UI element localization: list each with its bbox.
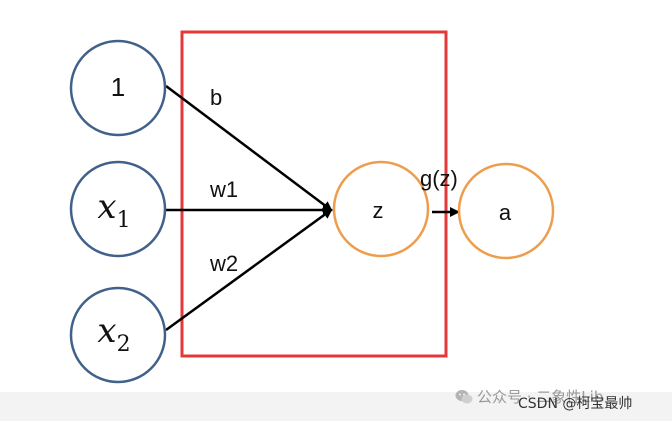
bias-node-label: 1: [111, 72, 125, 102]
x2-var: x: [97, 311, 116, 351]
csdn-watermark-text: CSDN @柯宝最帅: [518, 396, 633, 412]
edge-label-b: b: [210, 85, 222, 110]
z-node-label: z: [373, 198, 384, 223]
x1-node-label: x1: [97, 187, 130, 233]
x1-var: x: [97, 187, 116, 227]
x2-sub: 2: [117, 332, 131, 357]
edge-label-w2: w2: [209, 251, 238, 276]
weighted-sum-box: [180, 30, 448, 358]
bias-node: [69, 39, 167, 137]
z-node: [332, 160, 430, 258]
wechat-watermark-text: 公众号 · 二象性Lib: [477, 388, 604, 406]
a-node: [457, 162, 555, 260]
wechat-icon: [455, 389, 473, 403]
edge-x2-to-z: [165, 208, 333, 332]
wechat-watermark: 公众号 · 二象性Lib: [455, 386, 603, 407]
edge-label-w1: w1: [209, 177, 238, 202]
edge-label-activation: g(z): [420, 166, 458, 191]
x2-node: [69, 286, 167, 384]
a-node-label: a: [499, 200, 512, 225]
edge-bias-to-z: [165, 85, 333, 212]
bottom-strip: [0, 392, 672, 421]
x1-sub: 1: [117, 208, 131, 233]
x2-node-label: x2: [97, 311, 130, 357]
x1-node: [69, 160, 167, 258]
